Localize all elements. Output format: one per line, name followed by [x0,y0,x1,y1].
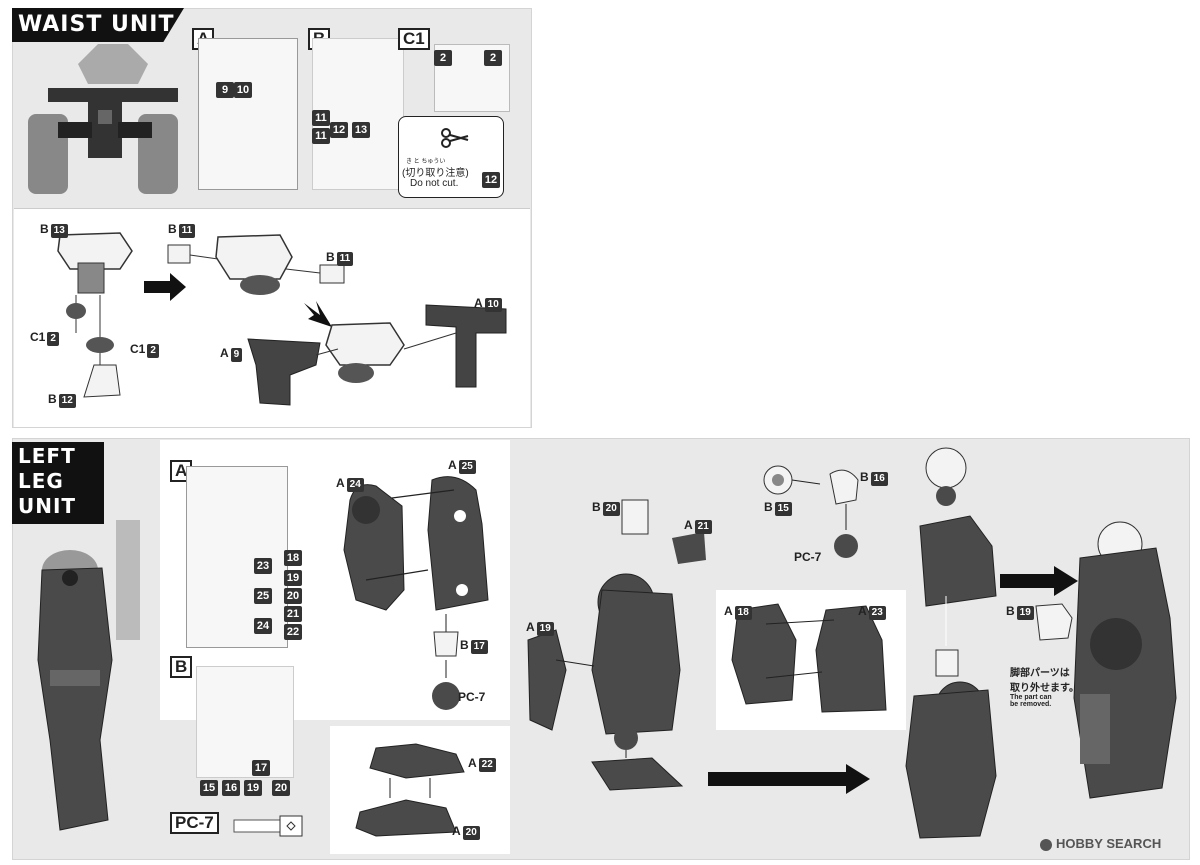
waist-preview-figure [28,44,178,194]
runner-a-part-9: 9 [216,82,234,98]
pc7-runner-label: PC-7 [170,812,219,834]
leg-a-part-25: 25 [254,588,272,604]
runner-a-sprue [198,38,298,190]
knee-assembly [527,499,706,791]
caution-jp: (切り取り注意) [402,168,469,179]
leg-a-part-21: 21 [284,606,302,622]
label-pc7-a: PC-7 [458,690,486,704]
removable-jp-line2: 取り外せます。 [1010,683,1079,694]
thigh-parts [731,603,887,713]
leg-a-part-19: 19 [284,570,302,586]
leg-a-part-22: 22 [284,624,302,640]
runner-c1-part-2b: 2 [484,50,502,66]
label-pc7-b: PC-7 [794,550,822,564]
leg-runner-a-sprue [186,466,288,648]
leg-unit-title: LEFT LEG UNIT [12,442,104,524]
b19-part [1035,603,1073,641]
leg-b-part-17: 17 [252,760,270,776]
runner-c1-part-2: 2 [434,50,452,66]
runner-b-part-13: 13 [352,122,370,138]
pc7-runner [233,815,303,837]
runner-a-part-10: 10 [234,82,252,98]
removable-en-line2: be removed. [1010,701,1052,708]
removable-en-line1: The part can [1010,694,1052,701]
leg-b-part-19: 19 [244,780,262,796]
arrow-to-final [708,772,848,786]
leg-b-part-20: 20 [272,780,290,796]
assembled-leg-stage [905,447,997,839]
hobby-search-logo-icon [1040,838,1052,851]
completed-leg [1073,521,1177,799]
hip-joint-parts [763,465,859,558]
leg-b-part-16: 16 [222,780,240,796]
removable-note: 脚部パーツは 取り外せます。 The part can be removed. [1010,664,1080,708]
runner-b-part-12: 12 [330,122,348,138]
waist-unit-title: WAIST UNIT [12,8,184,42]
runner-b-part-11: 11 [312,110,330,126]
leg-a-part-20: 20 [284,588,302,604]
caution-part-12: 12 [482,172,500,188]
leg-a-part-24: 24 [254,618,272,634]
leg-a-part-18: 18 [284,550,302,566]
runner-b-part-11b: 11 [312,128,330,144]
leg-runner-b-label: B [170,656,193,678]
leg-b-part-15: 15 [200,780,218,796]
waist-assembly-diagram [57,232,507,406]
caution-en: Do not cut. [410,178,459,189]
foot-parts [355,743,465,837]
leg-runner-b-sprue [196,666,294,778]
leg-a-part-23: 23 [254,558,272,574]
arrow-head-2 [1054,566,1078,596]
hobby-search-watermark: HOBBY SEARCH [1040,836,1161,851]
removable-jp-line1: 脚部パーツは [1010,668,1070,679]
caution-ruby: き と ちゅうい [406,159,446,165]
lower-leg-parts [343,476,489,710]
leg-preview-figure [37,520,140,831]
arrow-head-1 [846,764,870,794]
runner-c1-label: C1 [398,28,430,50]
scissors-icon [441,128,469,148]
arrow-to-complete [1000,574,1056,588]
